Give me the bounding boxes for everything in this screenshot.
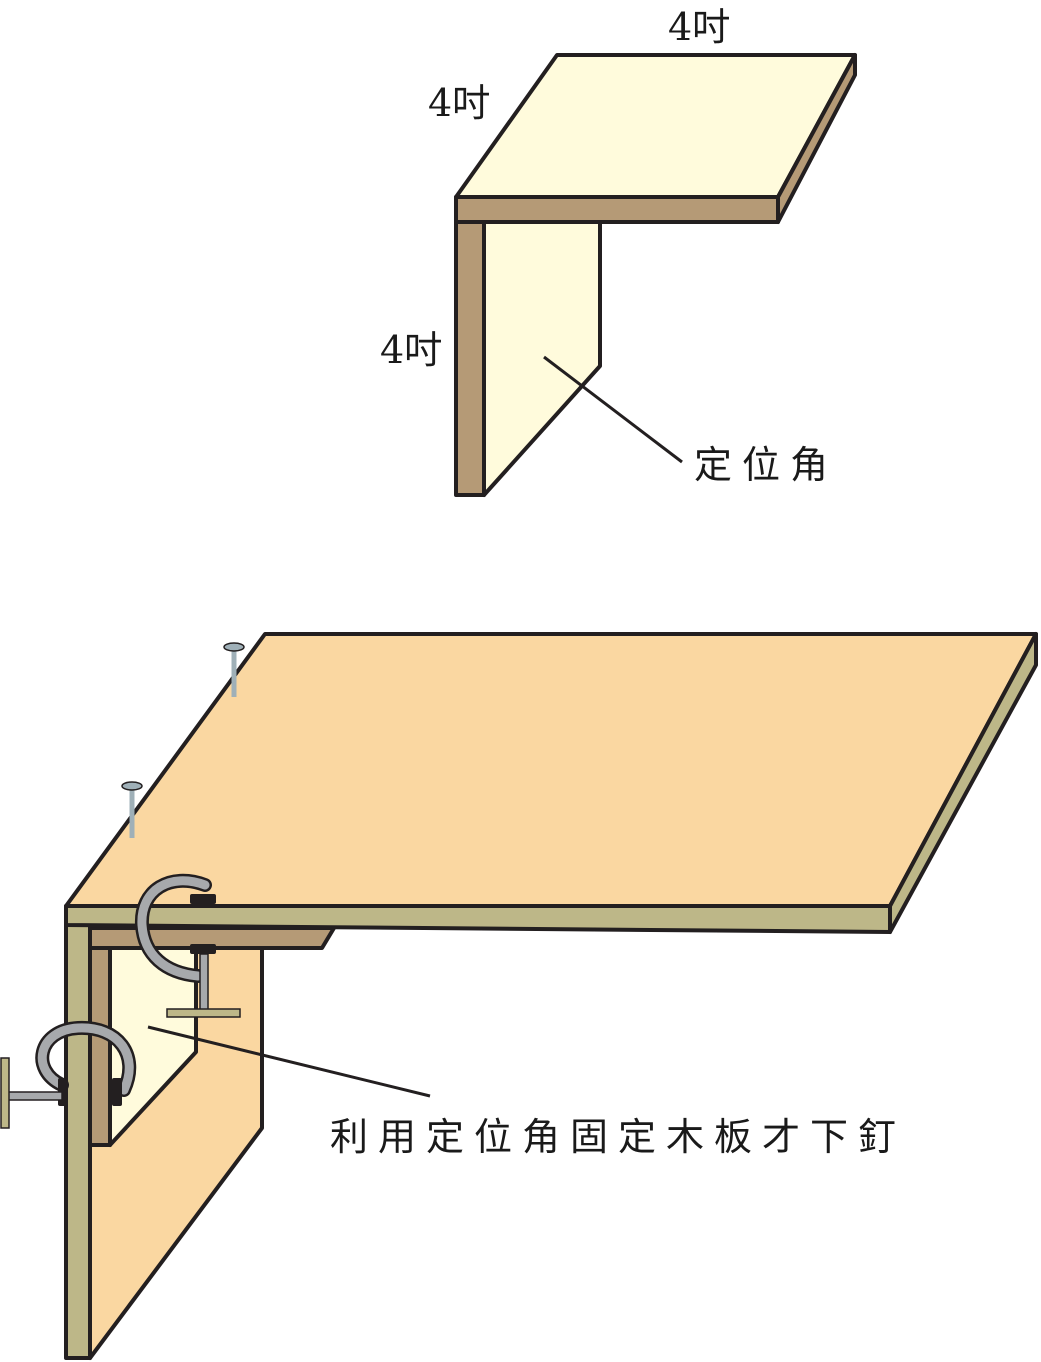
top-board-face bbox=[64, 632, 1038, 908]
clamped-board-figure: 利用定位角固定木板才下釘 bbox=[0, 632, 1038, 1360]
corner-block-vertical-edge bbox=[454, 220, 486, 497]
dimension-label-vertical: 4吋 bbox=[380, 328, 442, 372]
c-clamp-icon bbox=[0, 1020, 137, 1129]
corner-block-top-front-edge bbox=[454, 195, 780, 224]
clamped-board-leader-line bbox=[147, 1025, 431, 1098]
nail-icon bbox=[121, 781, 143, 838]
vertical-board-edge bbox=[64, 923, 92, 1360]
corner-block-vertical-face bbox=[482, 220, 602, 497]
clamped-board-callout: 利用定位角固定木板才下釘 bbox=[330, 1115, 906, 1159]
corner-block-leader-line bbox=[543, 355, 683, 464]
top-board-front-edge bbox=[64, 904, 892, 934]
dimension-label-top: 4吋 bbox=[668, 5, 730, 49]
nail-icon bbox=[223, 642, 245, 697]
dimension-label-left: 4吋 bbox=[428, 81, 490, 125]
corner-block-figure: 4吋 4吋 4吋 定位角 bbox=[380, 5, 857, 497]
corner-block-callout: 定位角 bbox=[694, 443, 838, 487]
c-clamp-icon bbox=[134, 873, 241, 1018]
